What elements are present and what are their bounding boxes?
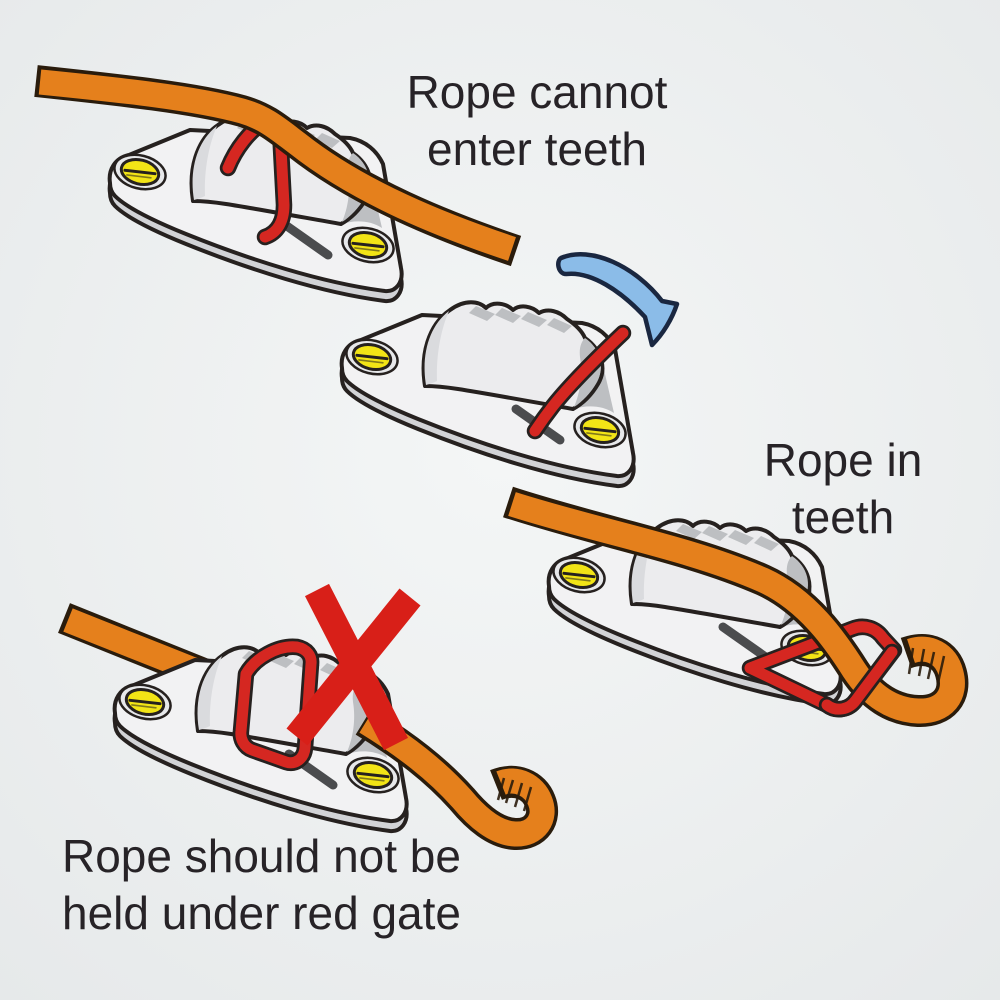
transition-arrow-icon <box>556 252 680 348</box>
label-line: Rope cannot <box>406 66 668 118</box>
red-gate-closed-over-rope <box>232 638 320 771</box>
prohibition-cross-icon <box>286 583 421 751</box>
cleat-middle <box>342 302 634 486</box>
red-gate-front-segment <box>818 643 901 718</box>
rope-over-cleat <box>34 65 522 267</box>
label-line: teeth <box>791 491 895 543</box>
label-rope-cannot-enter: Rope cannot enter teeth <box>337 64 737 178</box>
figure-rope-under-gate <box>57 583 558 850</box>
label-line: Rope should not be <box>62 830 461 882</box>
label-line: Rope in <box>763 434 923 486</box>
figure-rope-in-teeth <box>503 486 969 727</box>
red-gate-open <box>526 324 632 440</box>
figure-rope-over-gate <box>34 65 522 301</box>
label-rope-in-teeth: Rope in teeth <box>733 432 953 546</box>
label-line: enter teeth <box>427 123 647 175</box>
label-rope-not-under-gate: Rope should not be held under red gate <box>62 828 642 942</box>
rope-in-teeth <box>503 486 969 727</box>
label-line: held under red gate <box>62 887 461 939</box>
rope-exiting-under-gate <box>355 707 558 850</box>
figure-gate-open <box>342 302 634 486</box>
